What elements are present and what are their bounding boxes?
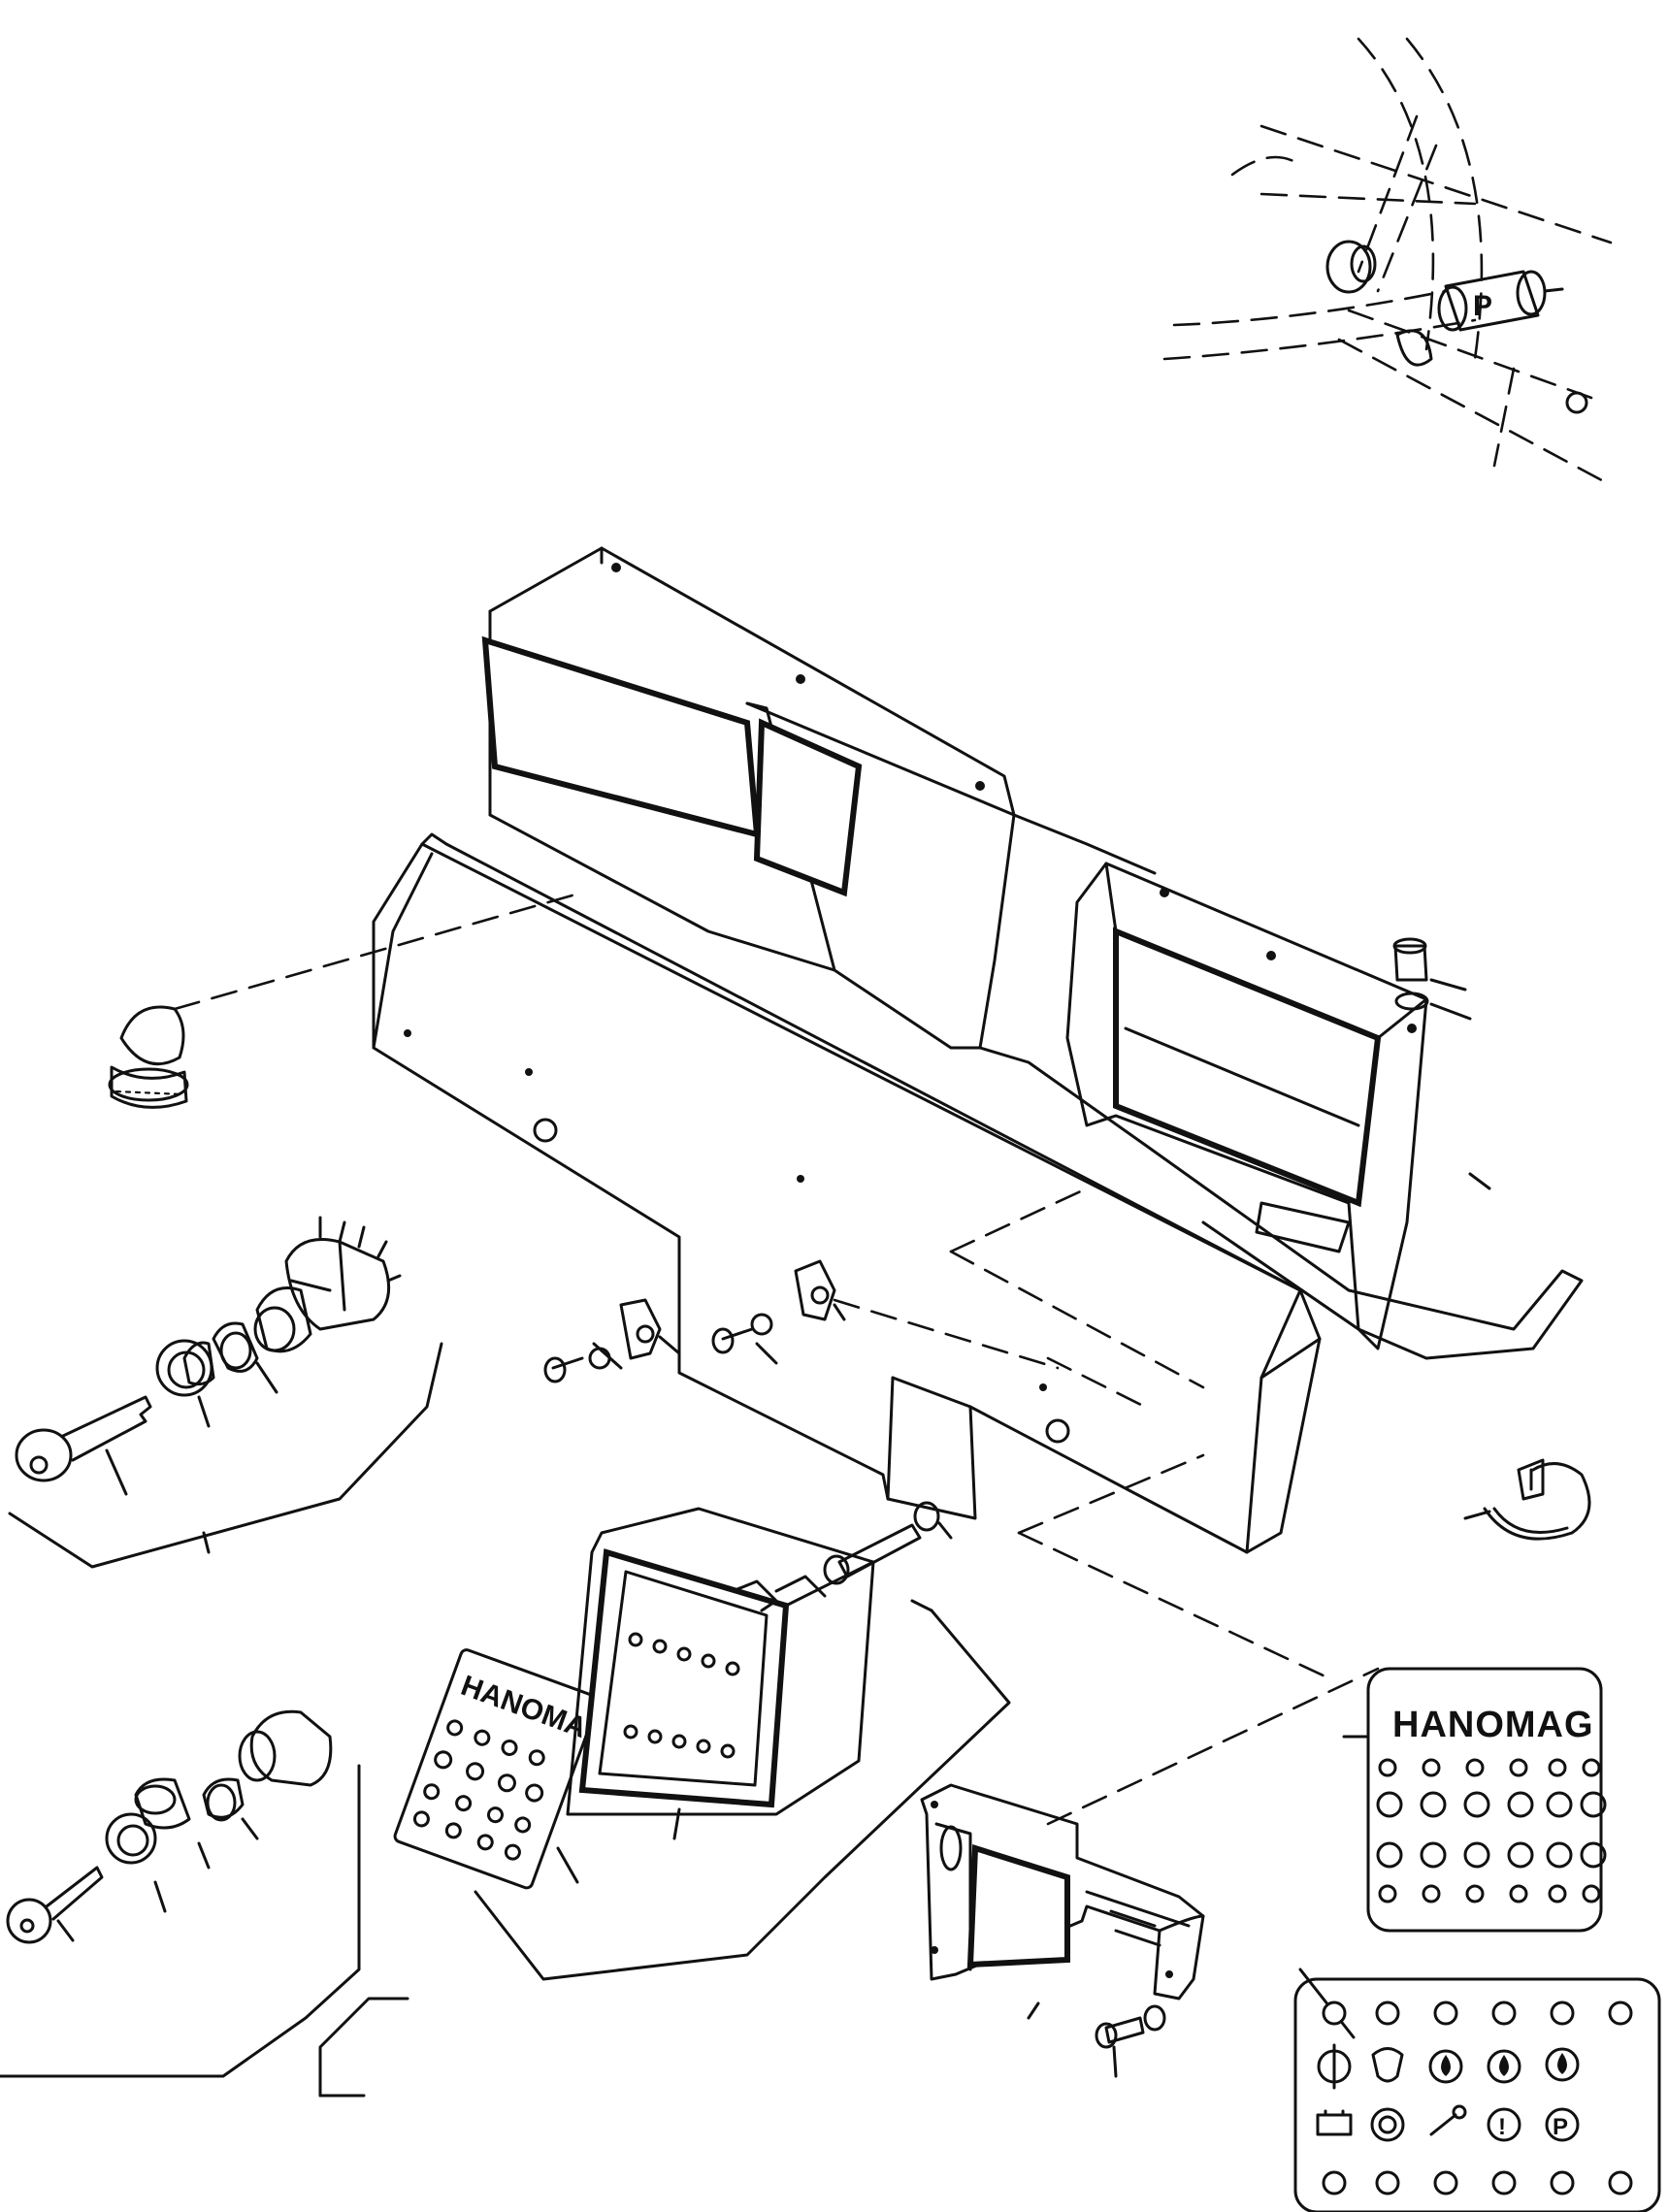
bracket-window <box>966 1843 1070 1968</box>
key-icon <box>15 1395 152 1482</box>
parking-switch-icon: P <box>1437 270 1564 332</box>
indicator-symbols-row2: ! P <box>1316 2104 1580 2142</box>
oil-pressure-icon <box>1428 2049 1463 2084</box>
small-plate-indicators <box>412 1719 545 1861</box>
key-icon-lower <box>6 1866 104 1944</box>
mounting-bracket <box>920 1783 1205 2020</box>
hydraulic-icon <box>1545 2047 1580 2082</box>
parking-switch-glyph: P <box>1473 290 1492 322</box>
plate-leader <box>474 1609 1011 1981</box>
bolt-icon <box>1565 391 1588 414</box>
display-window <box>753 718 863 897</box>
warning-glyph: ! <box>1498 2114 1506 2140</box>
frame-window <box>1113 927 1382 1208</box>
indicator-symbols-row1 <box>1317 2043 1580 2090</box>
decal-brand: HANOMAG <box>1392 1705 1594 1745</box>
parking-glyph: P <box>1553 2114 1568 2140</box>
push-knob-icon <box>108 1005 189 1109</box>
instrument-cluster-box <box>566 1507 933 1840</box>
air-filter-icon <box>1371 2047 1404 2083</box>
dashboard-housing <box>481 546 1584 1360</box>
cluster-face <box>578 1548 790 1808</box>
parking-brake-icon: P <box>1545 2107 1580 2142</box>
clip-icon <box>1395 329 1433 367</box>
hanomag-decal: HANOMAG <box>1342 1667 1607 1933</box>
fuel-filter-icon <box>1317 2043 1352 2090</box>
display-frame <box>1065 862 1428 1350</box>
brake-icon <box>1370 2107 1405 2142</box>
glow-plug-icon <box>1429 2104 1467 2136</box>
long-screw-icon <box>823 1501 953 1585</box>
connector-icon <box>731 1579 778 1612</box>
decal-indicator-rows <box>1376 1758 1607 1903</box>
ignition-switch-group-lower <box>0 1709 409 2098</box>
clamp-hardware <box>543 1259 846 1383</box>
battery-icon <box>1316 2109 1353 2136</box>
steering-column-inset: P <box>1162 37 1613 487</box>
indicator-holes-top <box>1322 2001 1633 2026</box>
indicator-holes-bottom <box>1322 2170 1633 2196</box>
indicator-panel-large: ! P <box>1293 1968 1661 2212</box>
warning-icon: ! <box>1487 2107 1521 2142</box>
cluster-indicators <box>623 1632 740 1759</box>
lower-panel <box>372 832 1322 1554</box>
retaining-clip-icon <box>1463 1458 1591 1541</box>
bolt-washer-icon <box>1392 937 1491 1190</box>
coolant-icon <box>1487 2049 1521 2084</box>
knob-icon <box>1325 240 1377 294</box>
leader-lines <box>173 891 1380 1826</box>
dust-cap-icon <box>134 1777 191 1830</box>
cap-icon-lower <box>105 1812 157 1865</box>
bottom-bolt-icon <box>1095 2004 1166 2078</box>
ignition-pins <box>318 1216 402 1283</box>
cap-icon <box>155 1339 213 1397</box>
gauge-window <box>481 635 761 838</box>
ignition-switch-group <box>8 1216 443 1569</box>
